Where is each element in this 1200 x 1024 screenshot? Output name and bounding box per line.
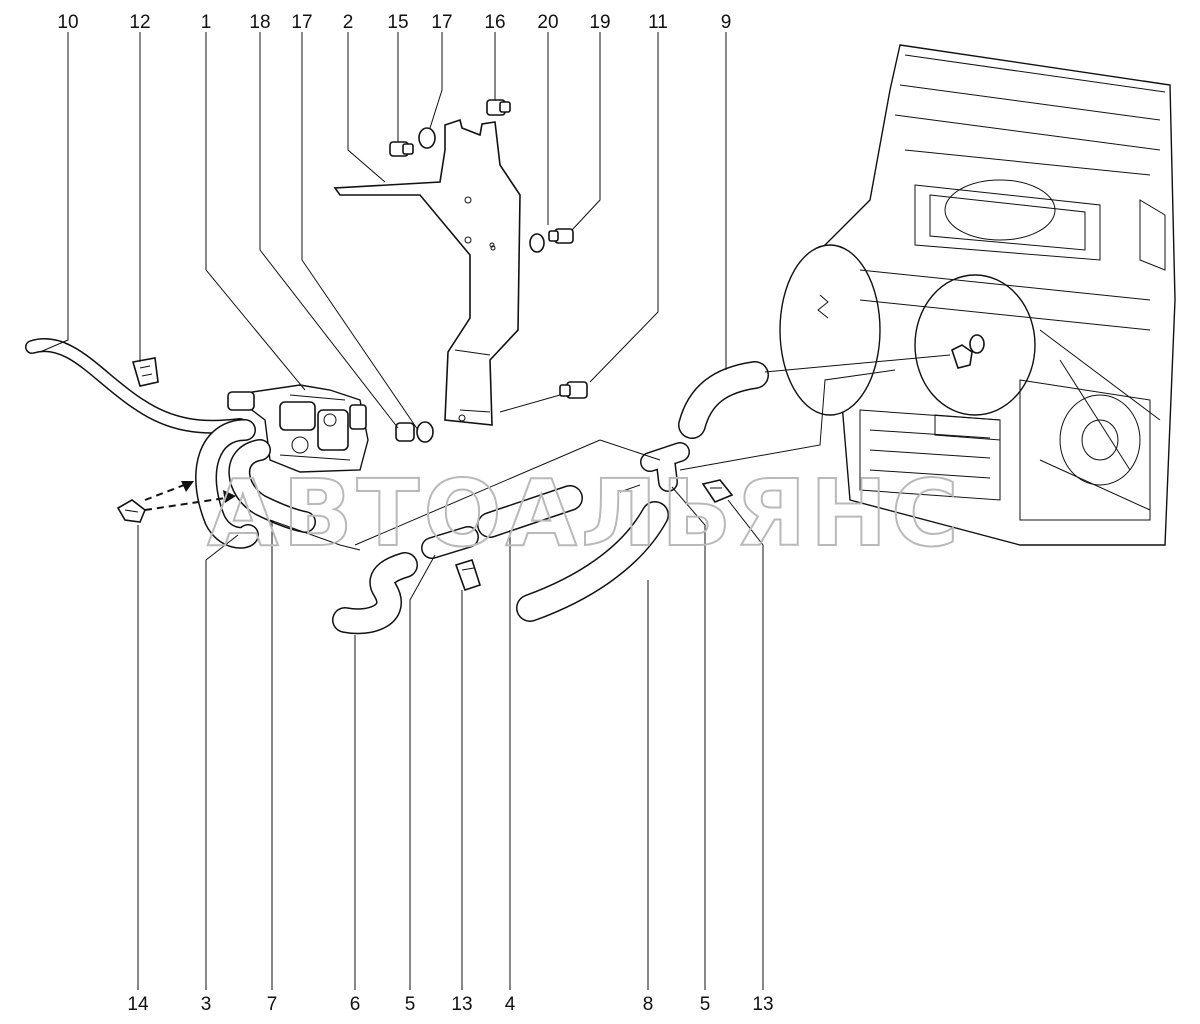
callout-12: 12 xyxy=(129,12,150,33)
callout-13a: 13 xyxy=(451,994,472,1015)
callout-4: 4 xyxy=(505,994,516,1015)
assembly-lines xyxy=(269,354,951,551)
hose-10 xyxy=(25,338,247,434)
heater-unit xyxy=(779,44,1176,546)
washer-20 xyxy=(529,233,545,253)
callout-1: 1 xyxy=(201,12,212,33)
callout-5a: 5 xyxy=(405,994,416,1015)
watermark: АВТОАЛЬЯНС xyxy=(207,460,962,567)
screw-19 xyxy=(548,228,574,244)
callout-9: 9 xyxy=(721,12,732,33)
clip-12 xyxy=(131,357,159,387)
nut-18 xyxy=(395,421,434,443)
nut-11 xyxy=(559,381,588,399)
screw-15 xyxy=(389,141,414,157)
callout-5b: 5 xyxy=(700,994,711,1015)
callout-20: 20 xyxy=(537,12,558,33)
arrow-head-1 xyxy=(181,481,194,492)
leader-lines-top xyxy=(39,32,727,431)
callout-15: 15 xyxy=(387,12,408,33)
callout-3: 3 xyxy=(201,994,212,1015)
callout-17b: 17 xyxy=(431,12,452,33)
callout-14: 14 xyxy=(127,994,149,1015)
callout-2: 2 xyxy=(343,12,354,33)
callout-16: 16 xyxy=(484,12,505,33)
callout-10: 10 xyxy=(57,12,78,33)
callout-17a: 17 xyxy=(291,12,312,33)
callouts-bottom: 14 3 7 6 5 13 4 8 5 13 xyxy=(127,994,773,1015)
callout-6: 6 xyxy=(350,994,361,1015)
callout-13b: 13 xyxy=(752,994,773,1015)
callout-18: 18 xyxy=(249,12,270,33)
callout-7: 7 xyxy=(267,994,278,1015)
leader-lines-bottom xyxy=(137,486,764,990)
bracket-2 xyxy=(333,118,521,426)
clip-13-left xyxy=(454,558,482,592)
washer-17 xyxy=(418,127,436,149)
arrow-head-2 xyxy=(223,490,236,503)
heater-valve-1 xyxy=(227,384,369,473)
heater-outlet xyxy=(969,334,985,354)
heater-inlet xyxy=(951,344,973,369)
callout-19: 19 xyxy=(589,12,610,33)
nut-16 xyxy=(486,99,511,116)
callout-8: 8 xyxy=(643,994,654,1015)
callouts-top: 10 12 1 18 17 2 15 17 16 20 19 11 9 xyxy=(57,12,731,33)
callout-11: 11 xyxy=(648,12,668,33)
arrow-clip-to-hose-7 xyxy=(144,496,233,511)
clip-13-right xyxy=(701,479,734,503)
clip-14 xyxy=(116,499,146,523)
